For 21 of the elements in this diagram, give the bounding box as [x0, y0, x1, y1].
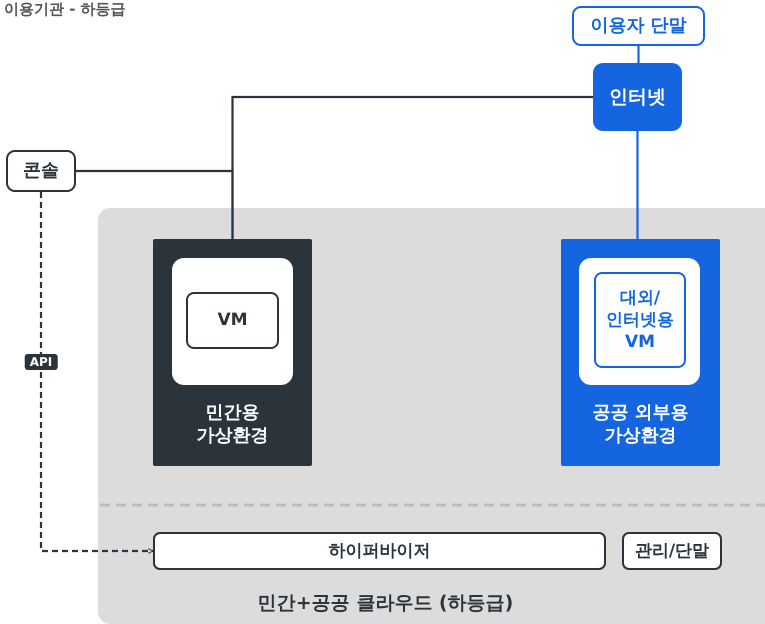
panel-label: 공공 외부용 가상환경	[591, 401, 690, 448]
terminal-box: 관리/단말	[622, 532, 722, 570]
connector-line	[637, 46, 640, 63]
vm-box: 대외/ 인터넷용 VM	[594, 272, 686, 368]
area-label: 민간+공공 클라우드 (하등급)	[256, 591, 514, 616]
title: 이용기관 - 하등급	[4, 0, 126, 19]
vm-box: VM	[186, 292, 279, 349]
user-terminal-box: 이용자 단말	[572, 6, 705, 46]
console-box: 콘솔	[6, 150, 76, 192]
environment-panel	[561, 239, 720, 466]
inner-panel	[172, 258, 293, 385]
connector-line	[76, 170, 234, 239]
edge-label: API	[24, 354, 58, 370]
cloud-area	[98, 208, 765, 624]
panel-label: 민간용 가상환경	[196, 401, 270, 448]
arrow	[40, 192, 154, 554]
inner-panel	[579, 258, 700, 385]
hypervisor-box: 하이퍼바이저	[153, 532, 606, 570]
environment-panel	[153, 239, 312, 466]
connector-line	[636, 131, 639, 239]
internet-box: 인터넷	[593, 63, 682, 131]
